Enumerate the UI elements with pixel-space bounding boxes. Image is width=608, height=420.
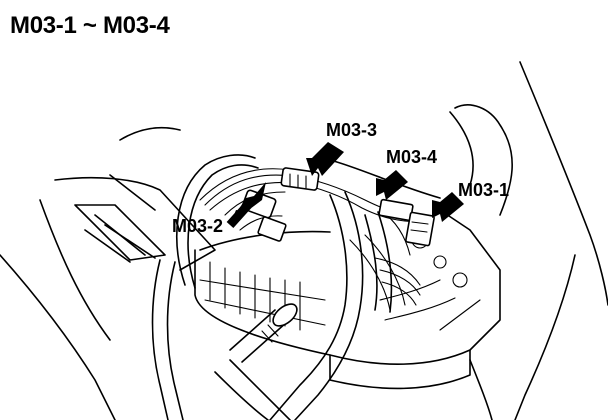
label-m03-4: M03-4 — [386, 147, 437, 167]
page-title: M03-1 ~ M03-4 — [10, 12, 170, 39]
label-m03-1: M03-1 — [458, 180, 509, 200]
arrow-m03-3 — [306, 142, 441, 199]
frame-left — [0, 126, 216, 420]
arrow-m03-2 — [226, 182, 266, 229]
label-m03-3: M03-3 — [326, 120, 377, 140]
callout-arrows — [226, 142, 464, 229]
arrow-m03-4 — [376, 170, 408, 200]
connectors — [241, 167, 435, 247]
pipe-fitting — [229, 303, 298, 363]
hoses — [151, 154, 393, 420]
connector-m03-4 — [378, 198, 414, 222]
label-m03-2: M03-2 — [172, 216, 223, 236]
connector-m03-3 — [280, 167, 320, 191]
arrow-m03-1 — [432, 192, 464, 222]
body-panel-right — [449, 61, 608, 420]
connector-m03-1 — [405, 211, 435, 247]
engine-block — [194, 209, 501, 390]
